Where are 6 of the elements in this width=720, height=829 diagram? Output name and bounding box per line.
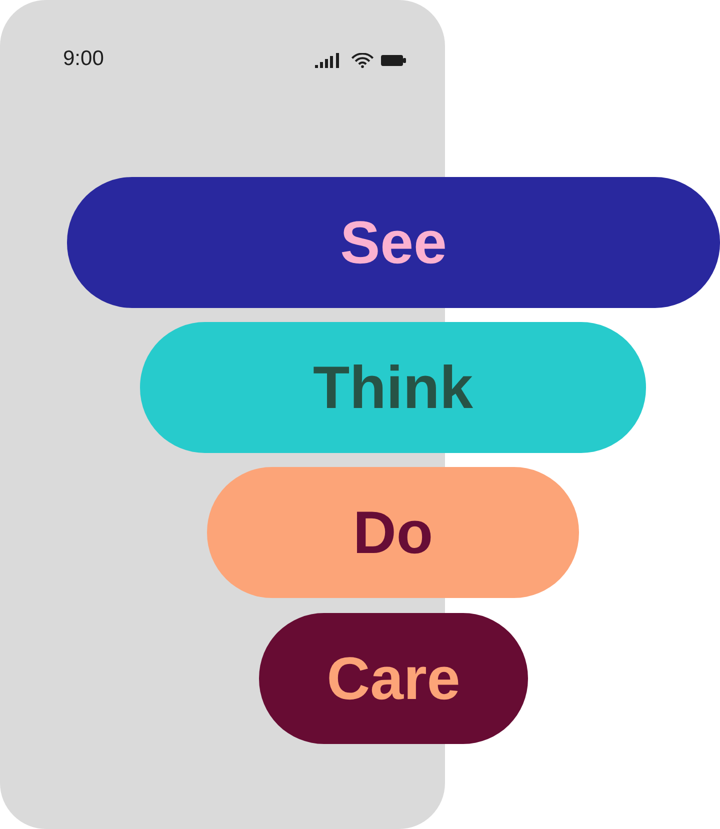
stage-label: Think xyxy=(313,354,473,422)
stage-label: Care xyxy=(326,644,460,712)
time-text: 9:00 xyxy=(63,47,104,71)
stage-label: See xyxy=(340,208,447,276)
funnel-stage-pill xyxy=(67,177,720,308)
stage-label: Do xyxy=(353,498,433,566)
